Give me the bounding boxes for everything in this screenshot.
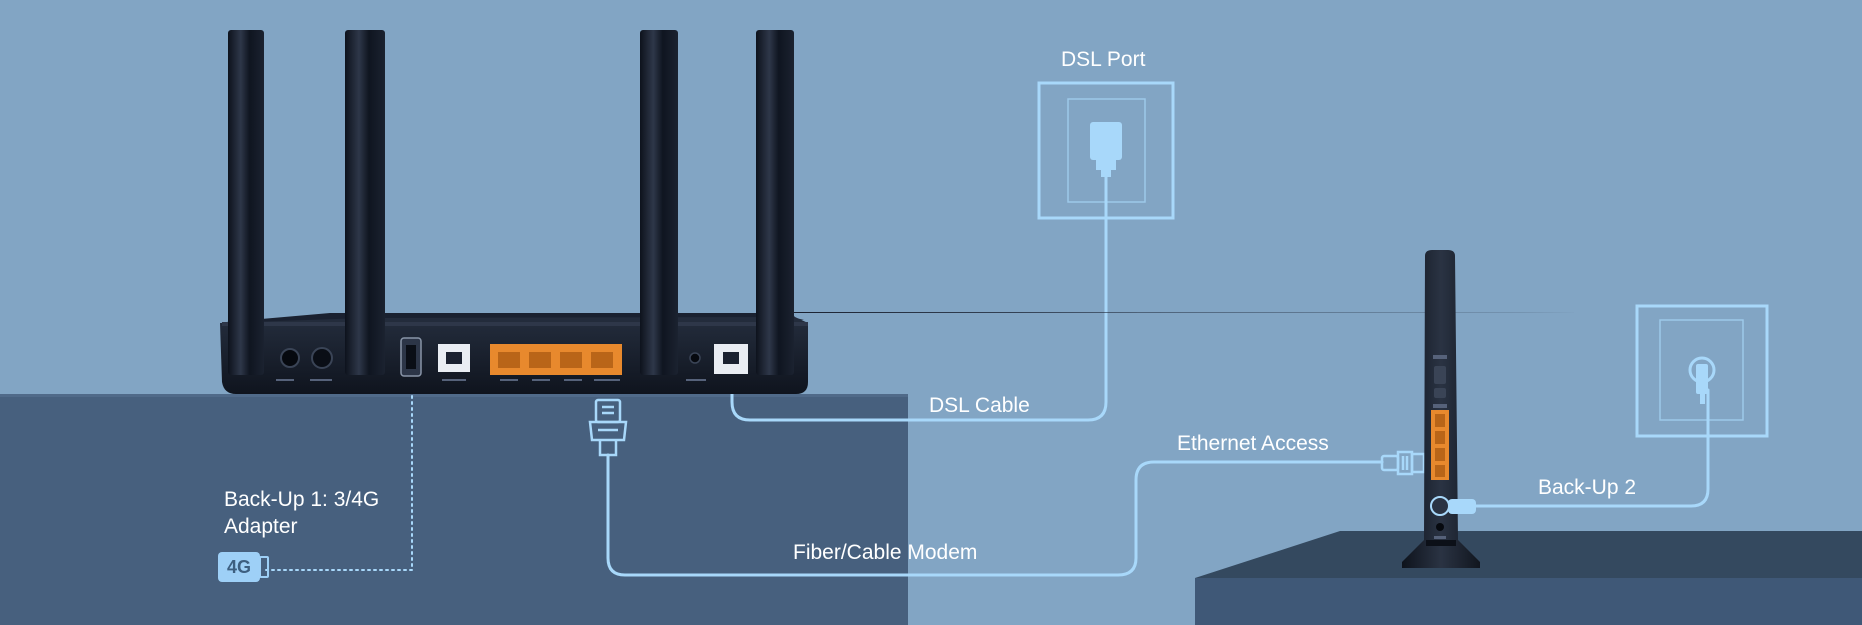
modem-icon — [1402, 250, 1480, 568]
backup1-label-line2: Adapter — [224, 515, 298, 538]
power-plug-icon — [1688, 356, 1716, 404]
fiber-cable-modem-label: Fiber/Cable Modem — [793, 541, 978, 564]
right-platform — [1195, 578, 1862, 625]
power-wall-socket-icon — [1635, 304, 1769, 438]
dsl-wall-socket-icon — [1037, 81, 1175, 220]
backup1-label-line1: Back-Up 1: 3/4G — [224, 488, 380, 511]
usb-4g-adapter-icon — [259, 556, 269, 578]
backup2-cable-line — [1473, 388, 1710, 508]
dsl-port-label: DSL Port — [1061, 48, 1146, 71]
adapter-4g-badge: 4G — [218, 552, 260, 582]
ethernet-plug-icon — [588, 398, 628, 457]
dsl-plug-icon — [1090, 122, 1122, 177]
right-platform-top — [1195, 531, 1862, 578]
dsl-cable-line — [730, 173, 1108, 422]
modem-power-plug-icon — [1448, 499, 1476, 514]
left-platform — [0, 394, 908, 625]
backup2-label: Back-Up 2 — [1538, 476, 1637, 499]
modem-ethernet-plug-icon — [1380, 450, 1426, 476]
router-icon — [220, 30, 1580, 394]
fiber-cable-line — [606, 453, 1384, 577]
usb-dotted-line — [265, 353, 413, 571]
ethernet-access-label: Ethernet Access — [1177, 432, 1329, 455]
dsl-cable-label: DSL Cable — [929, 394, 1030, 417]
